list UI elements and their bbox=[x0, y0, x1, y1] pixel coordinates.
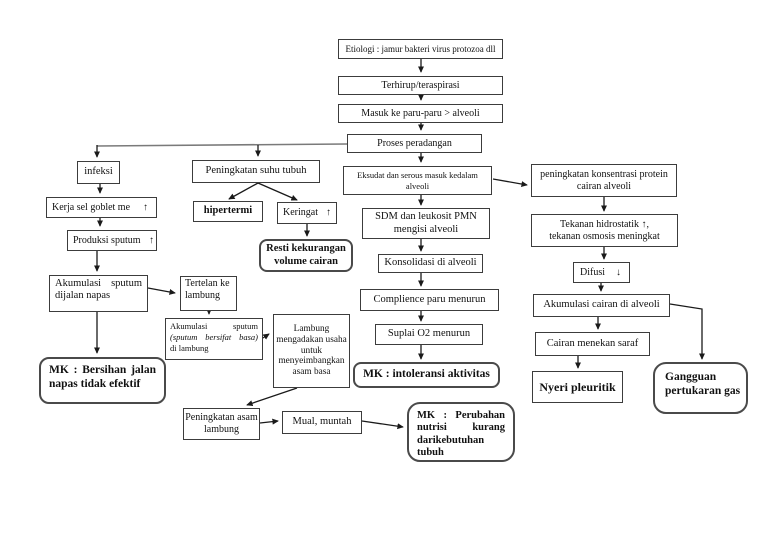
node-nyeri-pleuritik: Nyeri pleuritik bbox=[532, 371, 623, 403]
node-resti-kekurangan-cairan-label: Resti kekurangan volume cairan bbox=[266, 243, 346, 267]
node-akumulasi-sputum-lambung: Akumulasi sputum (sputum bersifat basa) … bbox=[165, 318, 263, 360]
node-tekanan-hidrostatik-line2: tekanan osmosis meningkat bbox=[549, 230, 660, 242]
node-akumulasi-sputum-napas-label: Akumulasi sputum dijalan napas bbox=[55, 278, 142, 302]
node-kerja-sel-goblet: Kerja sel goblet me ↑ bbox=[46, 197, 157, 218]
node-mk-intoleransi-aktivitas-label: MK : intoleransi aktivitas bbox=[363, 368, 490, 381]
node-etiologi: Etiologi : jamur bakteri virus protozoa … bbox=[338, 39, 503, 59]
node-konsolidasi-alveoli-label: Konsolidasi di alveoli bbox=[384, 257, 477, 269]
node-tekanan-hidrostatik-line1: Tekanan hidrostatik ↑, bbox=[560, 218, 649, 230]
node-akumulasi-sputum-lambung-line3: di lambung bbox=[170, 343, 209, 354]
node-tertelan-ke-lambung: Tertelan ke lambung bbox=[180, 276, 237, 311]
increase-arrow-icon: ↑ bbox=[326, 207, 331, 219]
node-mk-perubahan-nutrisi-label: MK : Perubahan nutrisi kurang darikebutu… bbox=[417, 410, 505, 459]
node-sdm-leukosit-label: SDM dan leukosit PMN mengisi alveoli bbox=[375, 211, 477, 235]
node-akumulasi-sputum-napas: Akumulasi sputum dijalan napas bbox=[49, 275, 148, 312]
node-complience-paru: Complience paru menurun bbox=[360, 289, 499, 311]
node-hipertermi-label: hipertermi bbox=[203, 205, 253, 217]
node-mual-muntah-label: Mual, muntah bbox=[292, 416, 352, 428]
node-peningkatan-asam-lambung-label: Peningkatan asam lambung bbox=[185, 412, 258, 435]
node-produksi-sputum-label: Produksi sputum bbox=[73, 234, 141, 246]
node-peningkatan-suhu-label: Peningkatan suhu tubuh bbox=[205, 165, 307, 177]
node-cairan-menekan-saraf: Cairan menekan saraf bbox=[535, 332, 650, 356]
node-lambung-usaha: Lambung mengadakan usaha untuk menyeimba… bbox=[273, 314, 350, 388]
connector-branch-horizontal bbox=[96, 143, 348, 147]
connector-akumlambung-lambung bbox=[262, 333, 270, 340]
connector-asam-mual bbox=[259, 418, 279, 425]
node-gangguan-pertukaran-gas-label: Gangguan pertukaran gas bbox=[665, 371, 741, 397]
node-difusi-label: Difusi bbox=[580, 266, 605, 278]
node-akumulasi-cairan-label: Akumulasi cairan di alveoli bbox=[543, 299, 660, 311]
connector-mual-mknutrisi bbox=[361, 420, 404, 430]
node-suplai-o2-label: Suplai O2 menurun bbox=[387, 328, 471, 340]
node-masuk-paru: Masuk ke paru-paru > alveoli bbox=[338, 104, 503, 123]
connector-akumnapas-tertelan bbox=[147, 287, 176, 295]
connector-suhu-hipertermi bbox=[228, 182, 259, 200]
connector-eksudat-protein bbox=[492, 178, 528, 187]
node-peningkatan-suhu: Peningkatan suhu tubuh bbox=[192, 160, 320, 183]
node-eksudat-serous-label: Eksudat dan serous masuk kedalam alveoli bbox=[357, 170, 478, 191]
node-nyeri-pleuritik-label: Nyeri pleuritik bbox=[539, 379, 616, 394]
node-akumulasi-cairan: Akumulasi cairan di alveoli bbox=[533, 294, 670, 317]
node-produksi-sputum: Produksi sputum ↑ bbox=[67, 230, 157, 251]
node-difusi: Difusi ↓ bbox=[573, 262, 630, 283]
node-lambung-usaha-label: Lambung mengadakan usaha untuk menyeimba… bbox=[276, 323, 347, 378]
node-mk-bersihan-jalan-napas: MK : Bersihan jalan napas tidak efektif bbox=[39, 357, 166, 404]
node-konsentrasi-protein: peningkatan konsentrasi protein cairan a… bbox=[531, 164, 677, 197]
node-etiologi-label: Etiologi : jamur bakteri virus protozoa … bbox=[345, 43, 496, 54]
decrease-arrow-icon: ↓ bbox=[616, 266, 621, 278]
node-infeksi-label: infeksi bbox=[84, 166, 113, 178]
node-hipertermi: hipertermi bbox=[193, 201, 263, 222]
node-proses-peradangan: Proses peradangan bbox=[347, 134, 482, 153]
node-suplai-o2: Suplai O2 menurun bbox=[375, 324, 483, 345]
node-akumulasi-sputum-lambung-line2: (sputum bersifat basa) bbox=[170, 332, 258, 343]
connector-akumcairan-gangguan bbox=[669, 303, 705, 360]
node-proses-peradangan-label: Proses peradangan bbox=[377, 137, 452, 149]
increase-arrow-icon: ↑ bbox=[149, 234, 154, 246]
node-infeksi: infeksi bbox=[77, 161, 120, 184]
node-keringat: Keringat ↑ bbox=[277, 202, 337, 224]
node-eksudat-serous: Eksudat dan serous masuk kedalam alveoli bbox=[343, 166, 492, 195]
node-complience-paru-label: Complience paru menurun bbox=[373, 293, 486, 305]
node-keringat-label: Keringat bbox=[283, 207, 318, 219]
node-tekanan-hidrostatik: Tekanan hidrostatik ↑, tekanan osmosis m… bbox=[531, 214, 678, 247]
node-mk-perubahan-nutrisi: MK : Perubahan nutrisi kurang darikebutu… bbox=[407, 402, 515, 462]
node-konsolidasi-alveoli: Konsolidasi di alveoli bbox=[378, 254, 483, 273]
node-kerja-sel-goblet-label: Kerja sel goblet me bbox=[52, 201, 131, 213]
node-gangguan-pertukaran-gas: Gangguan pertukaran gas bbox=[653, 362, 748, 414]
node-konsentrasi-protein-label: peningkatan konsentrasi protein cairan a… bbox=[540, 168, 668, 192]
connector-lambung-asam bbox=[246, 387, 298, 407]
node-terhirup: Terhirup/teraspirasi bbox=[338, 76, 503, 95]
node-terhirup-label: Terhirup/teraspirasi bbox=[381, 79, 460, 91]
node-resti-kekurangan-cairan: Resti kekurangan volume cairan bbox=[259, 239, 353, 272]
node-akumulasi-sputum-lambung-line1: Akumulasi sputum bbox=[170, 321, 258, 331]
node-mk-bersihan-jalan-napas-label: MK : Bersihan jalan napas tidak efektif bbox=[49, 364, 156, 390]
connector-suhu-keringat bbox=[257, 182, 298, 201]
node-sdm-leukosit: SDM dan leukosit PMN mengisi alveoli bbox=[362, 208, 490, 239]
increase-arrow-icon: ↑ bbox=[143, 201, 148, 213]
node-tertelan-ke-lambung-label: Tertelan ke lambung bbox=[185, 278, 230, 301]
node-mual-muntah: Mual, muntah bbox=[282, 411, 362, 434]
node-cairan-menekan-saraf-label: Cairan menekan saraf bbox=[546, 337, 639, 349]
node-peningkatan-asam-lambung: Peningkatan asam lambung bbox=[183, 408, 260, 440]
node-mk-intoleransi-aktivitas: MK : intoleransi aktivitas bbox=[353, 362, 500, 388]
node-masuk-paru-label: Masuk ke paru-paru > alveoli bbox=[361, 107, 480, 119]
